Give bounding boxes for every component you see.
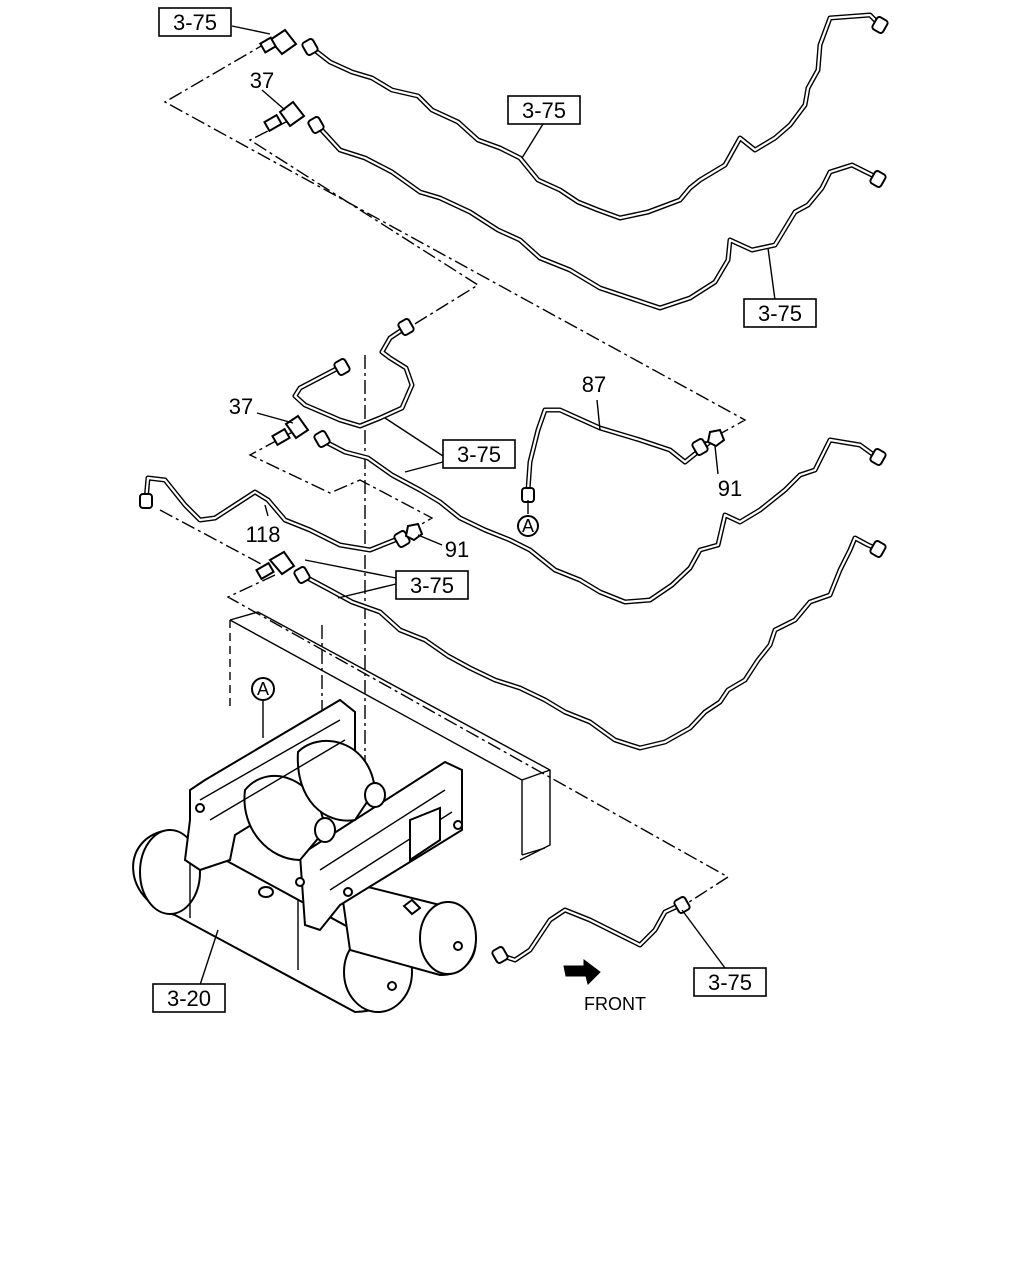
- circle-marker-a-pipe: A: [517, 515, 539, 537]
- ref-label-3-75-f[interactable]: 3-75: [693, 967, 767, 997]
- pipe-3: [292, 325, 415, 429]
- tee-fitting-37-upper: [263, 100, 306, 133]
- svg-text:3-75: 3-75: [410, 573, 454, 598]
- leader-lines: [199, 25, 776, 986]
- svg-text:3-75: 3-75: [522, 98, 566, 123]
- ref-label-3-75-e[interactable]: 3-75: [395, 570, 469, 600]
- air-tank-large: [132, 828, 413, 1014]
- tee-fitting-37-mid: [271, 414, 310, 447]
- pipe-6: [497, 902, 683, 963]
- pipe-4: [319, 437, 881, 605]
- ref-label-3-20[interactable]: 3-20: [152, 983, 226, 1013]
- nut-91-upper: [706, 428, 726, 448]
- svg-text:3-75: 3-75: [457, 442, 501, 467]
- svg-text:A: A: [522, 516, 534, 536]
- part-label-37-mid: 37: [229, 394, 253, 419]
- nut-91-lower: [404, 522, 424, 542]
- ref-label-3-75-d[interactable]: 3-75: [442, 439, 516, 469]
- pipe-118: [143, 475, 398, 553]
- front-arrow-icon: [563, 959, 601, 985]
- dryer-bracket-assembly: [183, 698, 463, 932]
- svg-text:3-20: 3-20: [167, 986, 211, 1011]
- svg-text:3-75: 3-75: [173, 10, 217, 35]
- tee-fitting-37-top: [258, 28, 298, 56]
- pipe-5: [299, 535, 883, 751]
- svg-text:A: A: [257, 679, 269, 699]
- circle-marker-a-bracket: A: [251, 677, 275, 701]
- front-label: FRONT: [584, 994, 646, 1014]
- part-label-91-lower: 91: [445, 537, 469, 562]
- pipe-1: [309, 12, 883, 221]
- frame-rail: [229, 611, 551, 861]
- pipe-87: [525, 407, 715, 493]
- part-label-91-upper: 91: [718, 476, 742, 501]
- svg-text:3-75: 3-75: [708, 970, 752, 995]
- air-tank-small: [338, 878, 477, 977]
- part-label-118: 118: [245, 522, 280, 547]
- part-label-87: 87: [582, 372, 606, 397]
- tee-fitting-lower: [255, 550, 296, 581]
- ref-label-3-75-c[interactable]: 3-75: [743, 298, 817, 328]
- ref-label-3-75-b[interactable]: 3-75: [507, 95, 581, 125]
- svg-text:3-75: 3-75: [758, 301, 802, 326]
- pipe-2: [315, 123, 881, 311]
- pipe-fittings: [139, 16, 889, 964]
- ref-label-3-75-a[interactable]: 3-75: [158, 7, 232, 37]
- part-label-37-top: 37: [250, 68, 274, 93]
